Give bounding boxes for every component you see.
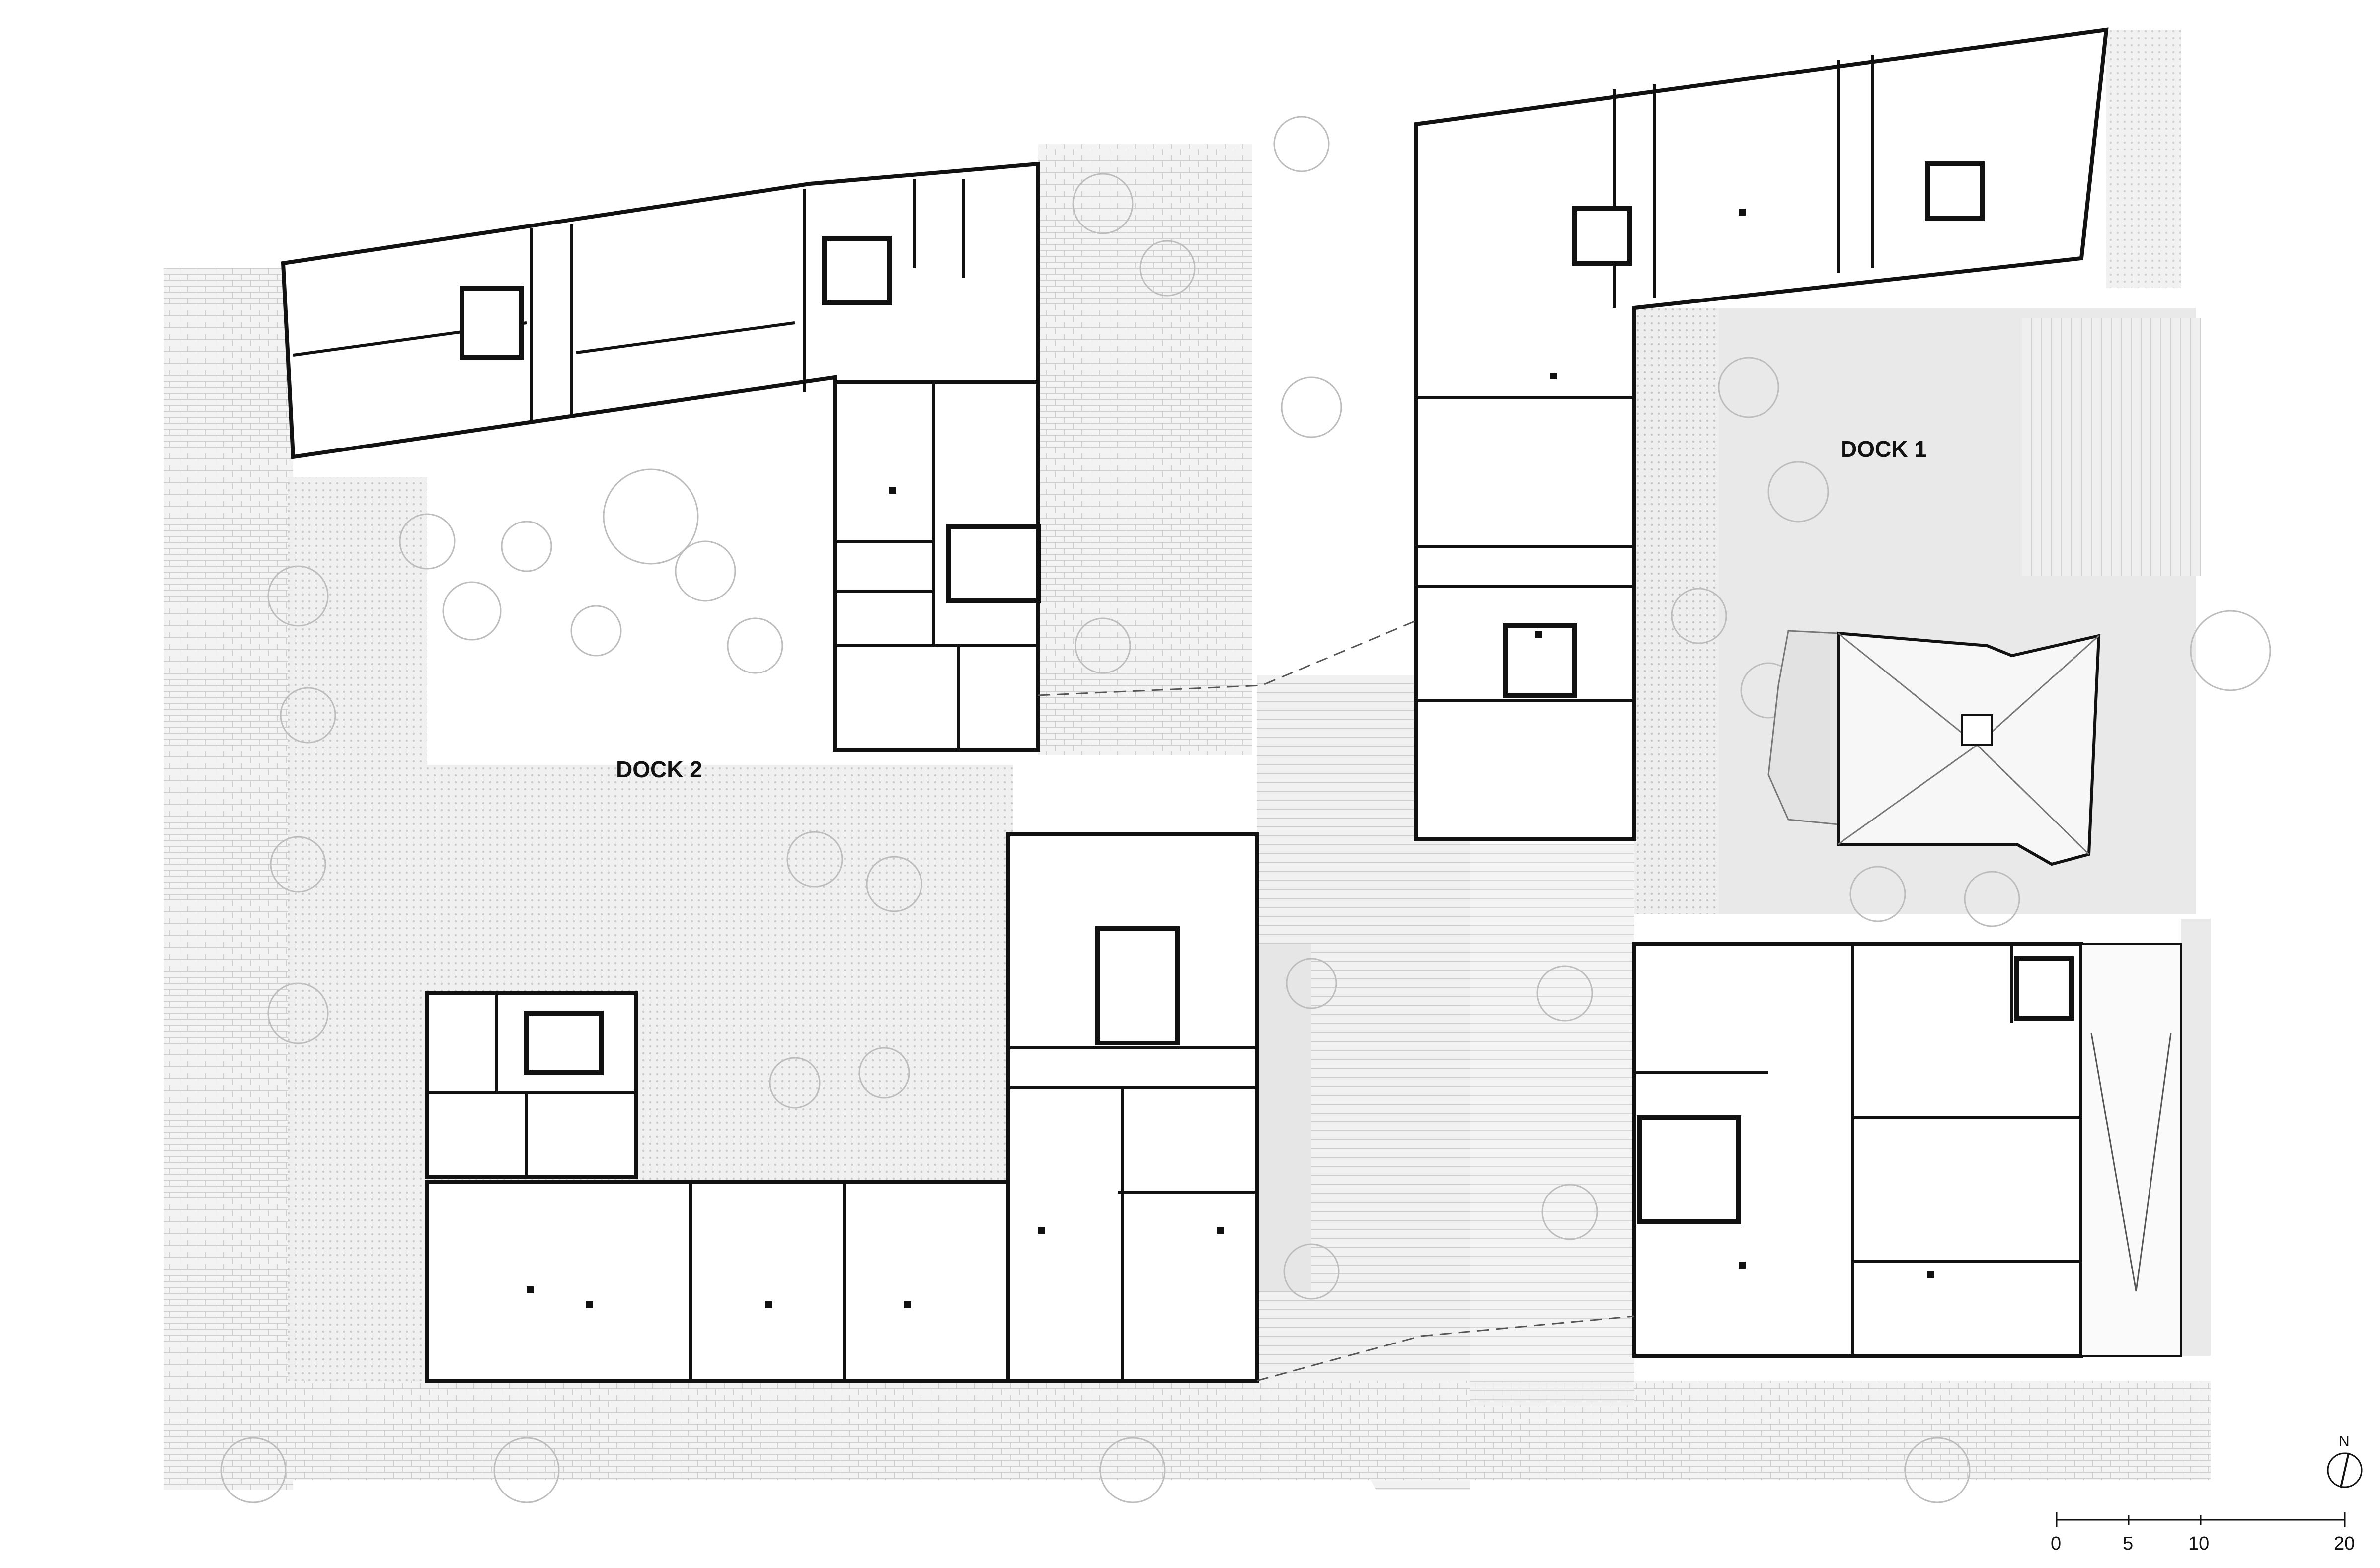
stair-core-south-west bbox=[524, 1011, 604, 1075]
stair-core-north-west bbox=[460, 286, 524, 360]
south-street-paving bbox=[164, 1381, 2211, 1480]
building-south-east-annex bbox=[2080, 943, 2182, 1357]
tree bbox=[769, 1057, 821, 1109]
tree bbox=[501, 521, 552, 572]
building-south-west-partitions bbox=[689, 1182, 846, 1381]
dock-1-east-ramp bbox=[2022, 318, 2201, 576]
stair-core-central bbox=[946, 524, 1041, 603]
tree bbox=[2190, 610, 2271, 691]
west-street-paving bbox=[164, 268, 293, 1490]
building-south-east-partitions bbox=[1634, 944, 2081, 1356]
stair-core-central-south bbox=[1095, 926, 1180, 1045]
building-south-west bbox=[425, 1180, 1010, 1383]
tree bbox=[1541, 1184, 1598, 1240]
scale-bar: 0 5 10 20 bbox=[2051, 1512, 2355, 1554]
column bbox=[1739, 209, 1746, 216]
stair-core-south-east-2 bbox=[2014, 956, 2074, 1021]
tree bbox=[727, 617, 783, 674]
dock-1-west-band bbox=[1634, 308, 1719, 914]
tree bbox=[866, 856, 922, 912]
column bbox=[527, 1286, 534, 1293]
far-east-street bbox=[2181, 919, 2211, 1356]
tree bbox=[1964, 871, 2020, 927]
tree bbox=[220, 1437, 287, 1503]
tree bbox=[1099, 1437, 1166, 1503]
building-south-west-core-partitions bbox=[427, 993, 636, 1177]
tree bbox=[1072, 173, 1134, 234]
scale-tick-0: 0 bbox=[2051, 1533, 2061, 1554]
tree bbox=[1718, 357, 1779, 418]
scale-tick-10: 10 bbox=[2188, 1533, 2209, 1554]
trees bbox=[220, 116, 2271, 1503]
annex-ramp bbox=[2090, 1033, 2172, 1292]
dashed-line-south bbox=[1256, 1315, 1635, 1382]
stair-core-north-middle bbox=[822, 236, 892, 305]
tree bbox=[603, 468, 699, 565]
column bbox=[1927, 1271, 1934, 1278]
structural-columns bbox=[527, 209, 1934, 1308]
column bbox=[1550, 373, 1557, 379]
building-north-east-partitions bbox=[1416, 55, 1874, 702]
tree bbox=[1281, 376, 1342, 438]
scale-tick-20: 20 bbox=[2334, 1533, 2355, 1554]
tree bbox=[675, 540, 736, 602]
column bbox=[1535, 631, 1542, 638]
tree bbox=[1075, 617, 1131, 674]
tree bbox=[1283, 1243, 1340, 1300]
tree bbox=[493, 1437, 560, 1503]
tree bbox=[1671, 588, 1727, 644]
tree bbox=[858, 1047, 910, 1099]
column bbox=[889, 487, 896, 494]
label-dock-2: DOCK 2 bbox=[616, 756, 702, 782]
tree bbox=[267, 565, 329, 627]
tree bbox=[1286, 958, 1337, 1009]
tree bbox=[1536, 965, 1593, 1022]
label-dock-1: DOCK 1 bbox=[1841, 436, 1927, 462]
tree bbox=[1273, 116, 1330, 172]
tree bbox=[1849, 866, 1906, 922]
column bbox=[904, 1301, 911, 1308]
scale-tick-5: 5 bbox=[2123, 1533, 2133, 1554]
column bbox=[1038, 1227, 1045, 1234]
building-central-north-partitions bbox=[835, 382, 1038, 750]
tree bbox=[1767, 461, 1829, 523]
tree bbox=[267, 982, 329, 1044]
pavilion-core bbox=[1961, 714, 1993, 746]
tree bbox=[1139, 240, 1196, 297]
dashed-connections bbox=[1038, 620, 1635, 1382]
tree bbox=[399, 513, 456, 570]
column bbox=[1217, 1227, 1224, 1234]
tree bbox=[570, 605, 622, 657]
building-central-south bbox=[1006, 832, 1259, 1383]
central-plaza-paving bbox=[1470, 844, 1634, 1406]
pavilion-roof bbox=[1837, 631, 2101, 866]
buildings bbox=[281, 27, 2182, 1383]
dock-1-pavilion bbox=[1767, 630, 2101, 866]
tree bbox=[442, 581, 502, 641]
tree bbox=[280, 687, 336, 744]
tree bbox=[1904, 1437, 1971, 1503]
building-north-west-row-party-walls bbox=[293, 179, 965, 422]
north-east-planting bbox=[2106, 30, 2181, 288]
tree bbox=[270, 836, 326, 893]
column bbox=[1739, 1262, 1746, 1269]
tree bbox=[786, 831, 843, 888]
pavilion-roof-ridges bbox=[1838, 632, 2100, 855]
column bbox=[586, 1301, 593, 1308]
column bbox=[765, 1301, 772, 1308]
north-label: N bbox=[2339, 1433, 2350, 1450]
north-arrow: N bbox=[2327, 1433, 2363, 1488]
stair-core-south-east-1 bbox=[1637, 1115, 1741, 1224]
building-central-south-partitions bbox=[1008, 1046, 1257, 1381]
north-arrow-needle bbox=[2340, 1452, 2350, 1488]
stair-core-north-east-1 bbox=[1572, 206, 1632, 266]
central-lane-paving bbox=[1038, 144, 1252, 755]
scale-bar-line bbox=[2056, 1512, 2346, 1527]
stair-core-north-east-2 bbox=[1925, 161, 1985, 221]
